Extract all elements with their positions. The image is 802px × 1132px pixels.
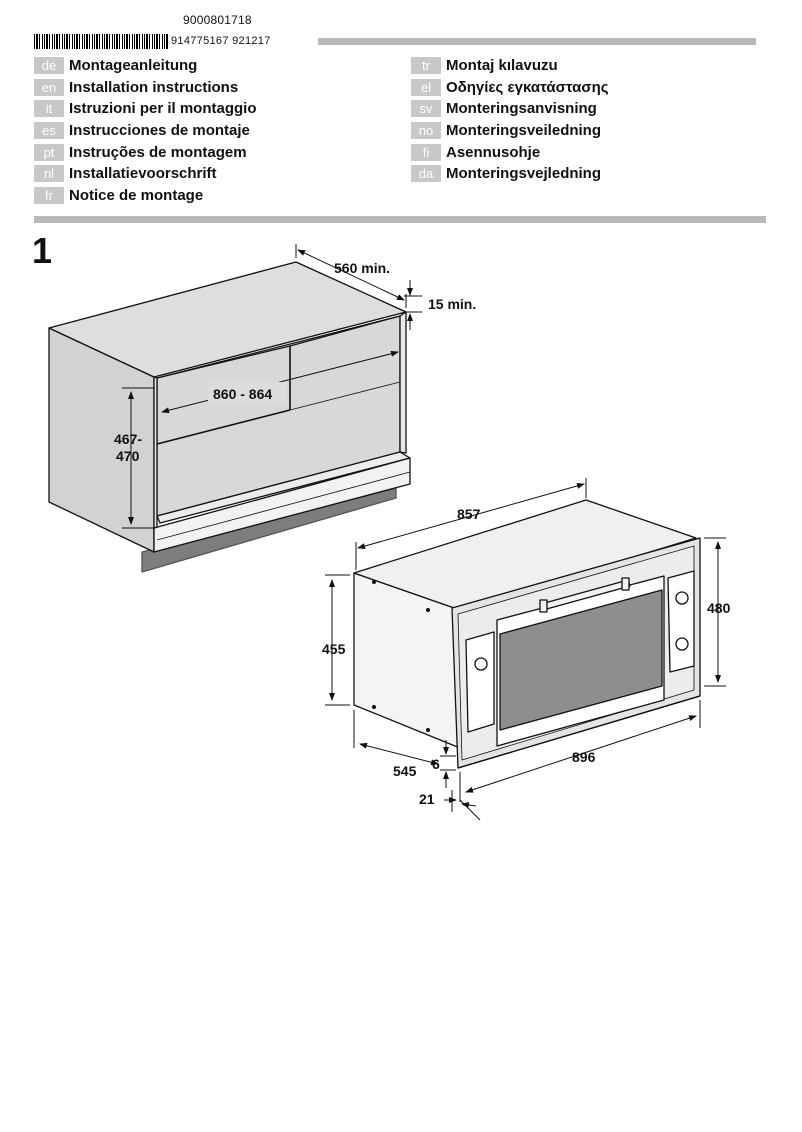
document-number: 9000801718 xyxy=(183,13,252,27)
language-code-badge: da xyxy=(411,165,441,183)
language-list-left: de Montageanleitung en Installation instru… xyxy=(34,55,257,206)
language-title: Istruzioni per il montaggio xyxy=(69,100,257,118)
cavity-lower-edge xyxy=(156,409,291,445)
language-title: Monteringsvejledning xyxy=(446,165,602,183)
language-row: pt Instruções de montagem xyxy=(34,141,257,163)
language-code-badge: el xyxy=(411,78,441,96)
right-knob-bottom-icon xyxy=(675,637,689,651)
language-title: Monteringsveiledning xyxy=(446,122,602,140)
language-row: el Οδηγίες εγκατάστασης xyxy=(411,77,609,99)
dim-oven-width: 857 xyxy=(457,506,481,522)
language-row: it Istruzioni per il montaggio xyxy=(34,98,257,120)
dim-front-width: 896 xyxy=(572,749,596,765)
language-row: de Montageanleitung xyxy=(34,55,257,77)
language-title: Οδηγίες εγκατάστασης xyxy=(446,78,609,96)
language-code-badge: no xyxy=(411,122,441,140)
figure-number: 1 xyxy=(32,230,53,271)
dim-depth-min: 560 min. xyxy=(334,260,390,276)
language-title: Notice de montage xyxy=(69,186,204,204)
language-title: Montaj kılavuzu xyxy=(446,57,558,75)
language-row: tr Montaj kılavuzu xyxy=(411,55,609,77)
language-code-badge: pt xyxy=(34,143,64,161)
oven-dimensions xyxy=(325,478,726,821)
header-divider xyxy=(318,38,756,45)
dim-width-range: 860 - 864 xyxy=(213,386,272,402)
language-title: Installation instructions xyxy=(69,78,239,96)
language-row: no Monteringsveiledning xyxy=(411,120,609,142)
cabinet-front-edge xyxy=(153,376,158,553)
cabinet-drawing xyxy=(48,261,411,573)
handle-end-left xyxy=(539,599,548,613)
dim-gap-min: 15 min. xyxy=(428,296,476,312)
language-code-badge: en xyxy=(34,78,64,96)
handle-end-right xyxy=(621,577,630,591)
language-title: Instrucciones de montaje xyxy=(69,122,250,140)
barcode-code: 914775167 921217 xyxy=(171,35,271,47)
dim-oven-height: 455 xyxy=(322,641,346,657)
dim-oven-depth: 545 xyxy=(393,763,417,779)
language-code-badge: fi xyxy=(411,143,441,161)
language-row: da Monteringsvejledning xyxy=(411,163,609,185)
language-code-badge: de xyxy=(34,57,64,75)
language-title: Monteringsanvisning xyxy=(446,100,597,118)
oven-right-control-panel xyxy=(667,570,695,673)
dim-height-range-line1: 467- xyxy=(114,431,142,447)
language-row: nl Installatievoorschrift xyxy=(34,163,257,185)
language-list-right: tr Montaj kılavuzu el Οδηγίες εγκατάστασης… xyxy=(411,55,609,185)
language-title: Instruções de montagem xyxy=(69,143,247,161)
barcode-graphic xyxy=(34,33,168,49)
language-code-badge: fr xyxy=(34,186,64,204)
language-row: es Instrucciones de montaje xyxy=(34,120,257,142)
dim-front-height: 480 xyxy=(707,600,731,616)
oven-window xyxy=(499,589,663,731)
language-code-badge: tr xyxy=(411,57,441,75)
right-knob-top-icon xyxy=(675,591,689,605)
language-row: en Installation instructions xyxy=(34,77,257,99)
dim-offset-21: 21 xyxy=(419,791,435,807)
language-title: Installatievoorschrift xyxy=(69,165,217,183)
dim-height-range-line2: 470 xyxy=(116,448,140,464)
language-code-badge: nl xyxy=(34,165,64,183)
cabinet-right-frame xyxy=(399,311,407,454)
barcode-block: 914775167 921217 xyxy=(34,33,271,49)
left-knob-icon xyxy=(474,657,488,671)
section-divider xyxy=(34,216,766,223)
language-code-badge: sv xyxy=(411,100,441,118)
language-title: Montageanleitung xyxy=(69,57,198,75)
dim-offset-6: 6 xyxy=(432,756,440,772)
language-row: fi Asennusohje xyxy=(411,141,609,163)
language-row: fr Notice de montage xyxy=(34,185,257,207)
language-row: sv Monteringsanvisning xyxy=(411,98,609,120)
oven-left-control-panel xyxy=(465,631,495,733)
language-title: Asennusohje xyxy=(446,143,541,161)
oven-drawing xyxy=(353,499,701,769)
language-code-badge: it xyxy=(34,100,64,118)
language-code-badge: es xyxy=(34,122,64,140)
